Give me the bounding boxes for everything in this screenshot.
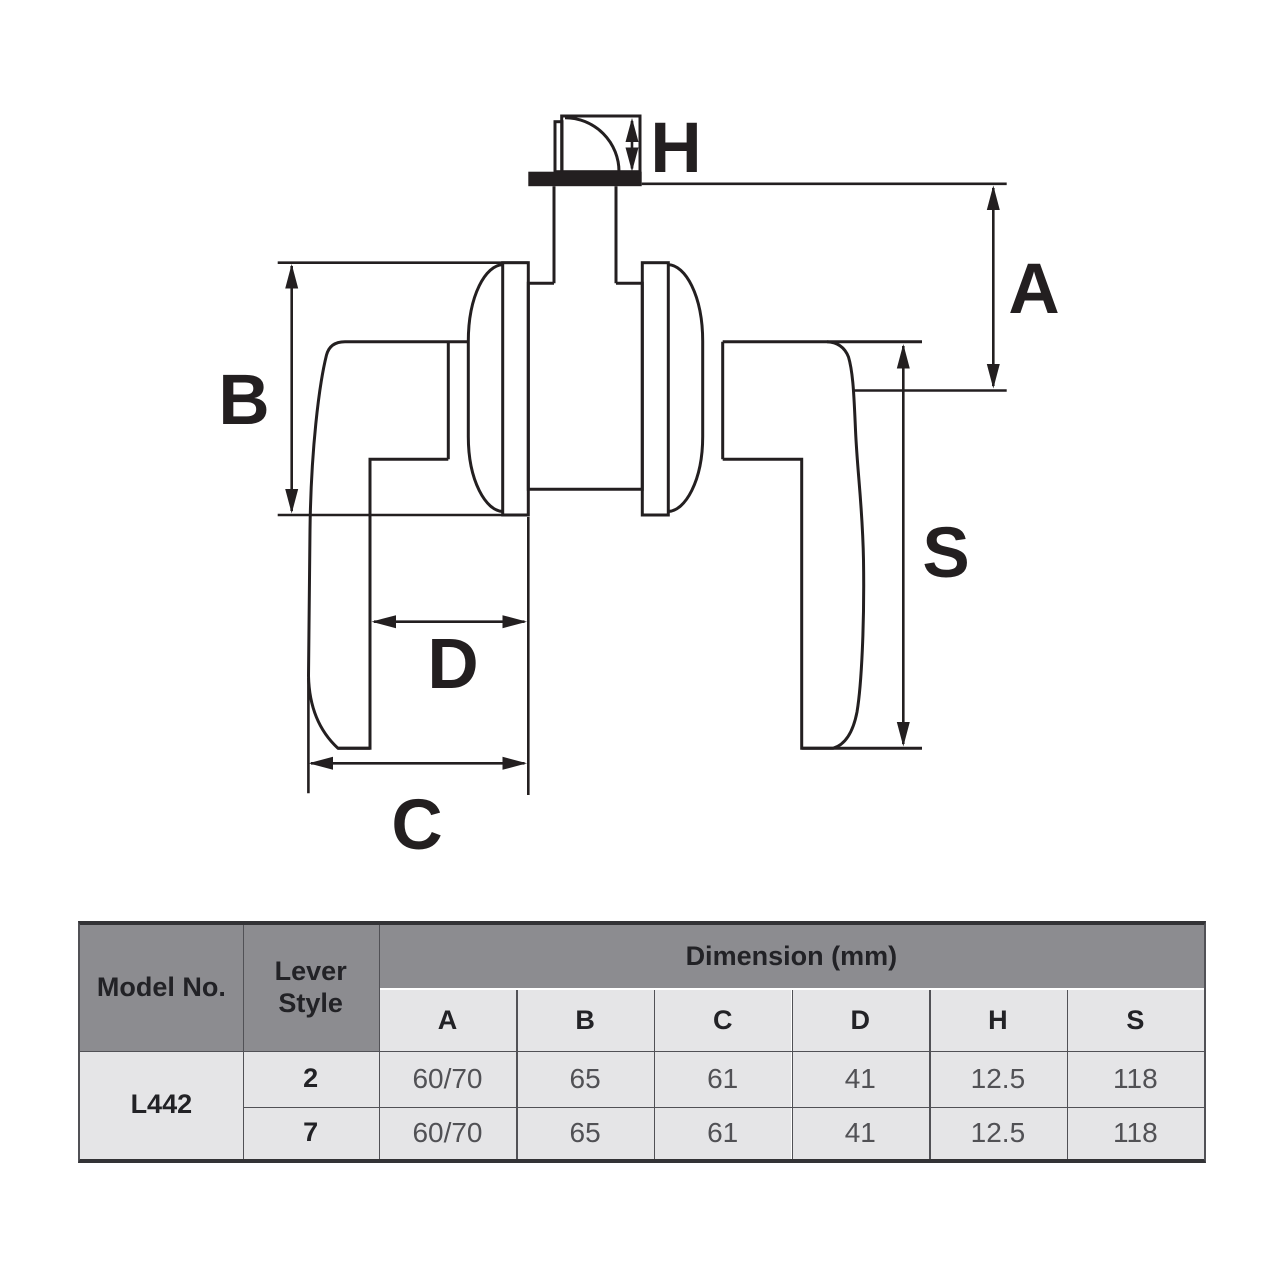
model-no-header-label: Model No. — [96, 972, 226, 1003]
col-header-H: H — [929, 990, 1067, 1051]
value-A-row2: 60/70 — [378, 1106, 517, 1159]
value-B-row1: 65 — [516, 1050, 654, 1107]
lever-style-cell-row2: 7 — [242, 1106, 379, 1159]
value-B-row2-text: 65 — [569, 1116, 601, 1148]
dim-label-h: H — [650, 109, 701, 188]
right-rose-plate — [640, 261, 670, 517]
value-B-row2: 65 — [516, 1106, 654, 1159]
lever-style-value-row2: 7 — [303, 1117, 319, 1147]
table-grid-line — [378, 925, 381, 1159]
lever-style-cell-row1: 2 — [242, 1050, 379, 1107]
col-header-D-label: D — [850, 1004, 871, 1035]
table-grid-line — [1066, 990, 1069, 1159]
dim-label-d: D — [427, 625, 478, 704]
col-header-H-label: H — [988, 1004, 1008, 1035]
model-no-value: L442 — [130, 1089, 193, 1119]
col-header-C-label: C — [712, 1004, 733, 1035]
value-D-row2-text: 41 — [844, 1116, 876, 1148]
value-B-row1-text: 65 — [569, 1062, 601, 1094]
dim-label-a: A — [1008, 250, 1059, 329]
table-grid-line — [653, 990, 656, 1159]
table-grid-line — [929, 990, 931, 1159]
value-D-row2: 41 — [791, 1106, 930, 1159]
table-grid-line — [80, 1050, 1204, 1053]
dimension-arrow-b — [285, 264, 299, 514]
value-S-row1-text: 118 — [1113, 1062, 1158, 1094]
thumbturn-curve — [564, 116, 621, 172]
value-A-row1: 60/70 — [378, 1050, 517, 1107]
model-no-cell: L442 — [80, 1050, 243, 1159]
value-D-row1-text: 41 — [844, 1062, 876, 1094]
value-C-row1: 61 — [653, 1050, 792, 1107]
dimension-arrow-c — [308, 756, 527, 770]
col-header-A: A — [378, 990, 517, 1051]
dim-label-s: S — [922, 514, 969, 593]
table-grid-line — [791, 990, 793, 1159]
dim-label-c: C — [391, 786, 442, 865]
dimension-arrow-s — [896, 344, 910, 747]
col-header-S: S — [1066, 990, 1204, 1051]
dimension-arrow-h — [625, 118, 639, 172]
left-rose-plate — [501, 261, 530, 517]
dimension-arrow-d — [371, 615, 527, 629]
col-header-S-label: S — [1126, 1004, 1145, 1035]
rose-flange-bar — [528, 171, 642, 187]
dimension-group-label: Dimension (mm) — [685, 941, 898, 971]
dimension-group-header: Dimension (mm) — [378, 925, 1204, 988]
value-A-row2-text: 60/70 — [412, 1116, 483, 1148]
col-header-D: D — [791, 990, 930, 1051]
value-A-row1-text: 60/70 — [412, 1062, 483, 1094]
dimension-arrow-a — [986, 185, 1000, 389]
model-no-header: Model No. — [80, 925, 243, 1051]
value-H-row2-text: 12.5 — [970, 1116, 1026, 1148]
col-header-B-label: B — [575, 1004, 595, 1035]
thumbturn-body — [560, 114, 642, 174]
dim-label-b: B — [218, 361, 269, 440]
value-C-row2: 61 — [653, 1106, 792, 1159]
right-neck-trumpet — [668, 263, 725, 513]
value-D-row1: 41 — [791, 1050, 930, 1107]
table-grid-line — [516, 990, 518, 1159]
value-C-row1-text: 61 — [707, 1062, 739, 1094]
col-header-A-label: A — [437, 1004, 458, 1035]
lever-style-value-row1: 2 — [303, 1063, 319, 1093]
spec-table: Model No. Lever Style Dimension (mm) A B… — [78, 921, 1206, 1163]
value-S-row2-text: 118 — [1113, 1116, 1158, 1148]
right-lever — [722, 340, 866, 750]
value-H-row2: 12.5 — [929, 1106, 1067, 1159]
left-neck-trumpet — [446, 263, 503, 513]
value-S-row1: 118 — [1066, 1050, 1204, 1107]
left-lever — [306, 340, 469, 750]
value-H-row1: 12.5 — [929, 1050, 1067, 1107]
table-grid-line — [242, 1106, 1204, 1109]
value-H-row1-text: 12.5 — [970, 1062, 1026, 1094]
table-grid-line — [242, 925, 245, 1159]
value-C-row2-text: 61 — [707, 1116, 739, 1148]
col-header-C: C — [653, 990, 792, 1051]
lever-style-header: Lever Style — [242, 925, 379, 1051]
col-header-B: B — [516, 990, 654, 1051]
spindle — [552, 186, 618, 284]
lever-style-header-label: Lever Style — [274, 955, 347, 1018]
value-S-row2: 118 — [1066, 1106, 1204, 1159]
chassis-hub — [526, 281, 644, 491]
